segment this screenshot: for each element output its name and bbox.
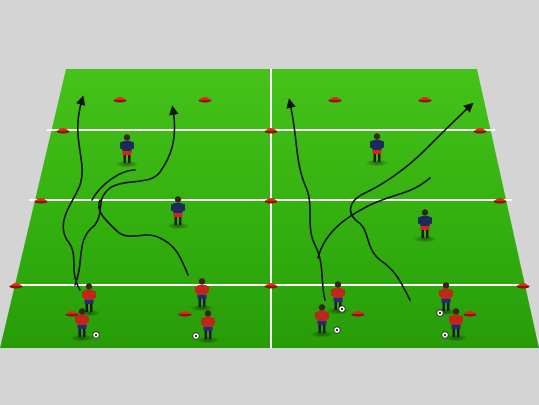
pitch-surface xyxy=(0,69,539,348)
ball-icon xyxy=(193,333,199,339)
ball-icon xyxy=(437,310,443,316)
ball-icon xyxy=(339,306,345,312)
ball-icon xyxy=(93,332,99,338)
ball-icon xyxy=(334,327,340,333)
ball-icon xyxy=(442,332,448,338)
